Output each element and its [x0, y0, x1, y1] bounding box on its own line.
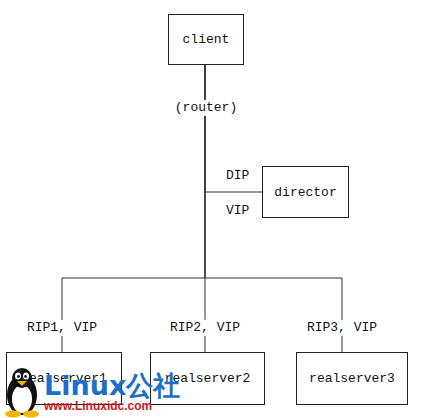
server-box: realserver3	[296, 352, 408, 405]
interface-label: VIP	[226, 204, 249, 218]
watermark-url: www.Linuxidc.com	[44, 400, 152, 413]
ip-label: RIP2, VIP	[168, 320, 242, 336]
network-link	[205, 65, 262, 192]
penguin-logo	[0, 362, 48, 418]
node-label: realserver3	[309, 371, 395, 386]
router-label: (router)	[173, 100, 239, 116]
ip-label: RIP1, VIP	[25, 320, 99, 336]
node-label: client	[183, 32, 230, 47]
client-box: client	[168, 14, 244, 65]
node-label: director	[274, 185, 336, 200]
watermark-logo: Linux公社	[44, 371, 180, 401]
director-box: director	[262, 166, 349, 218]
ip-label: RIP3, VIP	[305, 320, 379, 336]
interface-label: DIP	[226, 169, 249, 183]
